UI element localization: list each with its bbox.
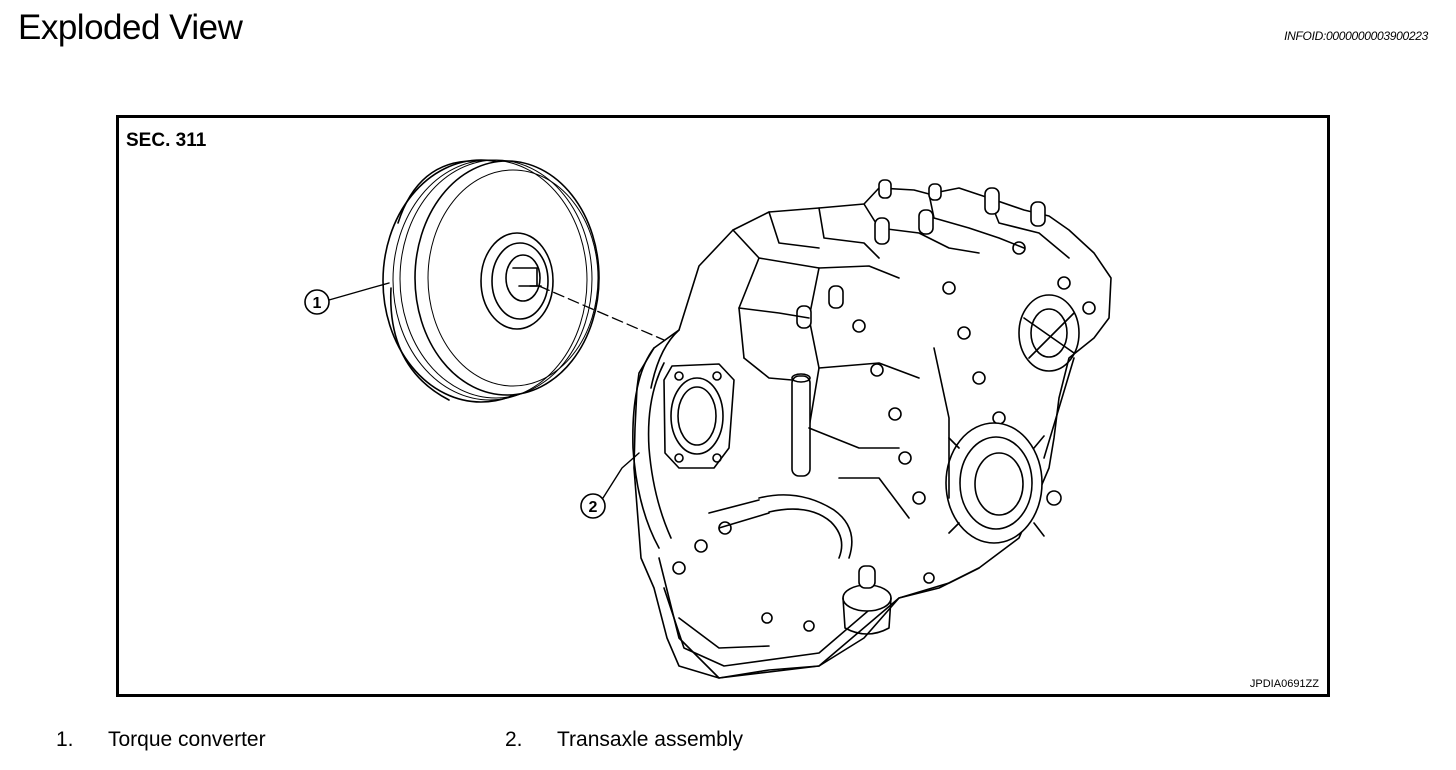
legend-number: 1. [56, 728, 74, 751]
legend-number: 2. [505, 728, 523, 751]
torque-converter-drawing [382, 159, 600, 403]
figure-frame: SEC. 311 [116, 115, 1330, 697]
legend-text: Transaxle assembly [557, 728, 743, 751]
transaxle-assembly-drawing [632, 179, 1112, 679]
exploded-view-illustration: 1 2 [304, 159, 1112, 679]
info-id: INFOID:0000000003900223 [1284, 29, 1428, 43]
section-label: SEC. 311 [126, 130, 207, 151]
callout-1: 1 [313, 295, 322, 312]
callout-2: 2 [589, 499, 598, 516]
page-title: Exploded View [18, 8, 243, 47]
legend-text: Torque converter [108, 728, 266, 751]
figure-code: JPDIA0691ZZ [1249, 678, 1319, 690]
